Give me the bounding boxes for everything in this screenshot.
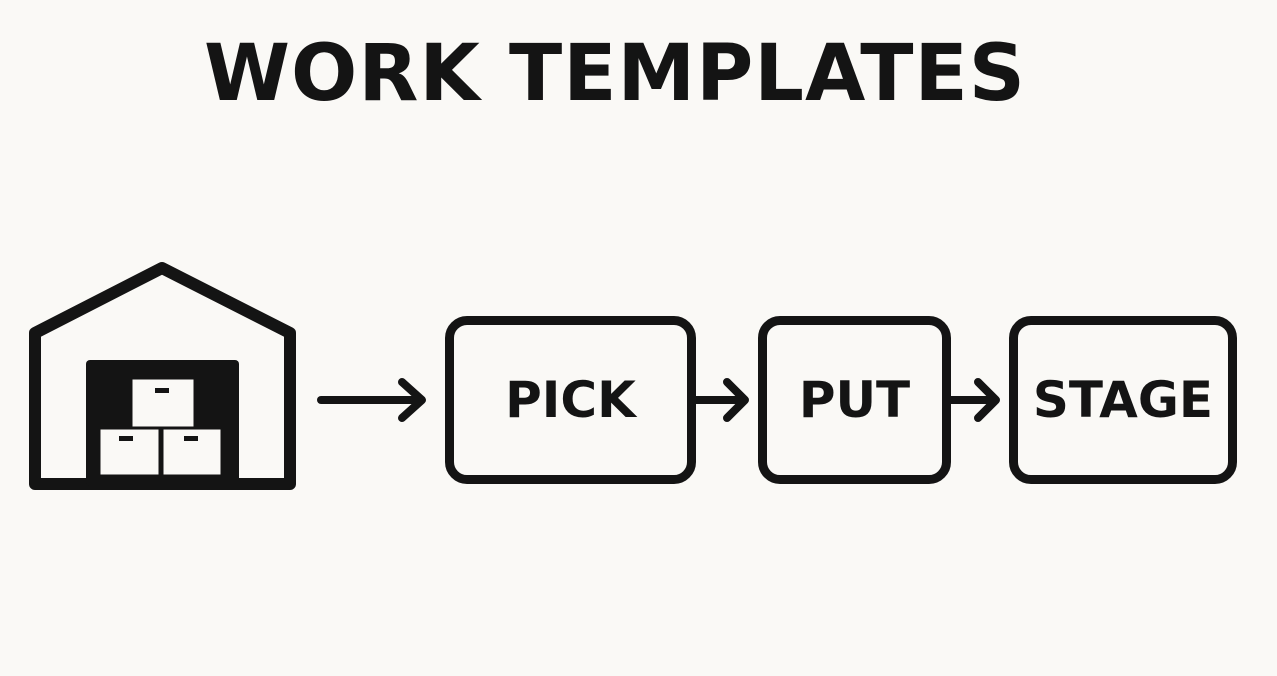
box-label-mark [119,436,133,441]
step-box-put: PUT [758,316,951,484]
step-label-pick: PICK [505,371,636,429]
step-box-stage: STAGE [1009,316,1237,484]
arrow-right-icon [692,378,749,422]
page-title: WORK TEMPLATES [204,29,1026,119]
step-label-put: PUT [798,371,911,429]
box-label-mark [184,436,198,441]
warehouse-icon [29,262,296,490]
step-label-stage: STAGE [1032,371,1214,429]
warehouse-outline [29,262,296,490]
box-top [129,376,197,430]
arrow-right-icon [947,378,1000,422]
box-bottom-right [160,426,224,478]
box-bottom-left [97,426,162,478]
box-label-mark [155,388,169,393]
arrow-right-icon [317,378,426,422]
stacked-boxes-icon [97,376,224,478]
step-box-pick: PICK [445,316,696,484]
